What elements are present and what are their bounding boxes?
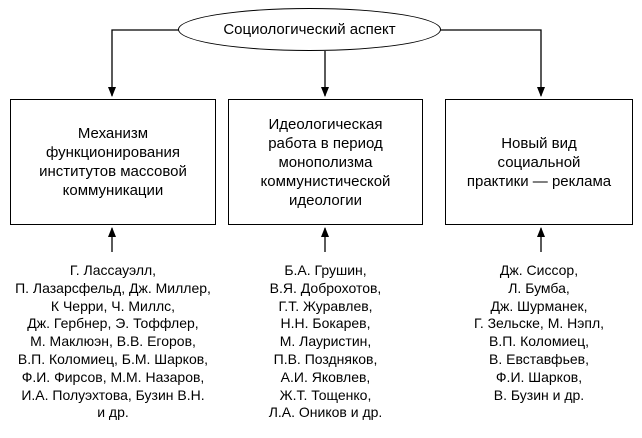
author-line: Б.А. Грушин, <box>284 262 367 278</box>
author-list-ideological-work: Б.А. Грушин, В.Я. Доброхотов, Г.Т. Журав… <box>224 262 427 422</box>
author-line: П.В. Поздняков, <box>273 350 378 367</box>
author-line: Л.А. Оников и др. <box>268 404 383 421</box>
author-line: В.П. Коломиец, <box>489 333 589 350</box>
author-line: П. Лазарсфельд, Дж. Миллер, <box>15 279 211 296</box>
branch-box-ideological-work: Идеологическая работа в период монополиз… <box>228 99 423 225</box>
author-line: Г. Лассауэлл, <box>69 262 157 278</box>
author-line: А.И. Яковлев, <box>280 368 371 385</box>
author-list-advertising: Дж. Сиссор, Л. Бумба, Дж. Шурманек, Г. З… <box>441 262 637 404</box>
connector-root-to-branch-0 <box>108 29 182 97</box>
author-line: Ф.И. Шарков, <box>495 368 583 385</box>
author-line: Дж. Шурманек, <box>490 297 588 314</box>
branch-box-label: Новый вид социальной практики — реклама <box>466 134 612 190</box>
author-line: Л. Бумба, <box>508 279 570 296</box>
root-node-label: Социологический аспект <box>223 21 396 38</box>
author-line: М. Лауристин, <box>279 333 372 350</box>
root-node: Социологический аспект <box>178 8 441 51</box>
branch-box-advertising: Новый вид социальной практики — реклама <box>445 99 633 225</box>
branch-box-mass-communication: Механизм функционирования институтов мас… <box>10 99 216 225</box>
author-line: Ж.Т. Тощенко, <box>279 386 372 403</box>
connector-root-to-branch-2 <box>437 29 545 97</box>
author-line: М. Маклюэн, В.В. Егоров, <box>30 333 196 350</box>
author-line: В. Бузин и др. <box>493 386 585 403</box>
author-line: и др. <box>97 404 129 421</box>
author-line: Дж. Сиссор, <box>499 262 579 278</box>
author-line: Г. Зельске, М. Нэпл, <box>473 315 605 332</box>
branch-box-label: Идеологическая работа в период монополиз… <box>260 115 391 209</box>
author-line: В.Я. Доброхотов, <box>269 279 382 296</box>
author-line: И.А. Полуэхтова, Бузин В.Н. <box>21 386 205 403</box>
author-line: Дж. Гербнер, Э. Тоффлер, <box>27 315 199 332</box>
author-line: Ф.И. Фирсов, М.М. Назаров, <box>21 368 205 385</box>
author-line: Г.Т. Журавлев, <box>278 297 373 314</box>
author-line: В.П. Коломиец, Б.М. Шарков, <box>17 350 209 367</box>
author-list-mass-communication: Г. Лассауэлл, П. Лазарсфельд, Дж. Миллер… <box>4 262 222 422</box>
author-line: В. Евставфьев, <box>489 350 589 367</box>
author-line: К Черри, Ч. Миллс, <box>50 297 176 314</box>
branch-box-label: Механизм функционирования институтов мас… <box>39 125 187 199</box>
author-line: Н.Н. Бокарев, <box>280 315 371 332</box>
